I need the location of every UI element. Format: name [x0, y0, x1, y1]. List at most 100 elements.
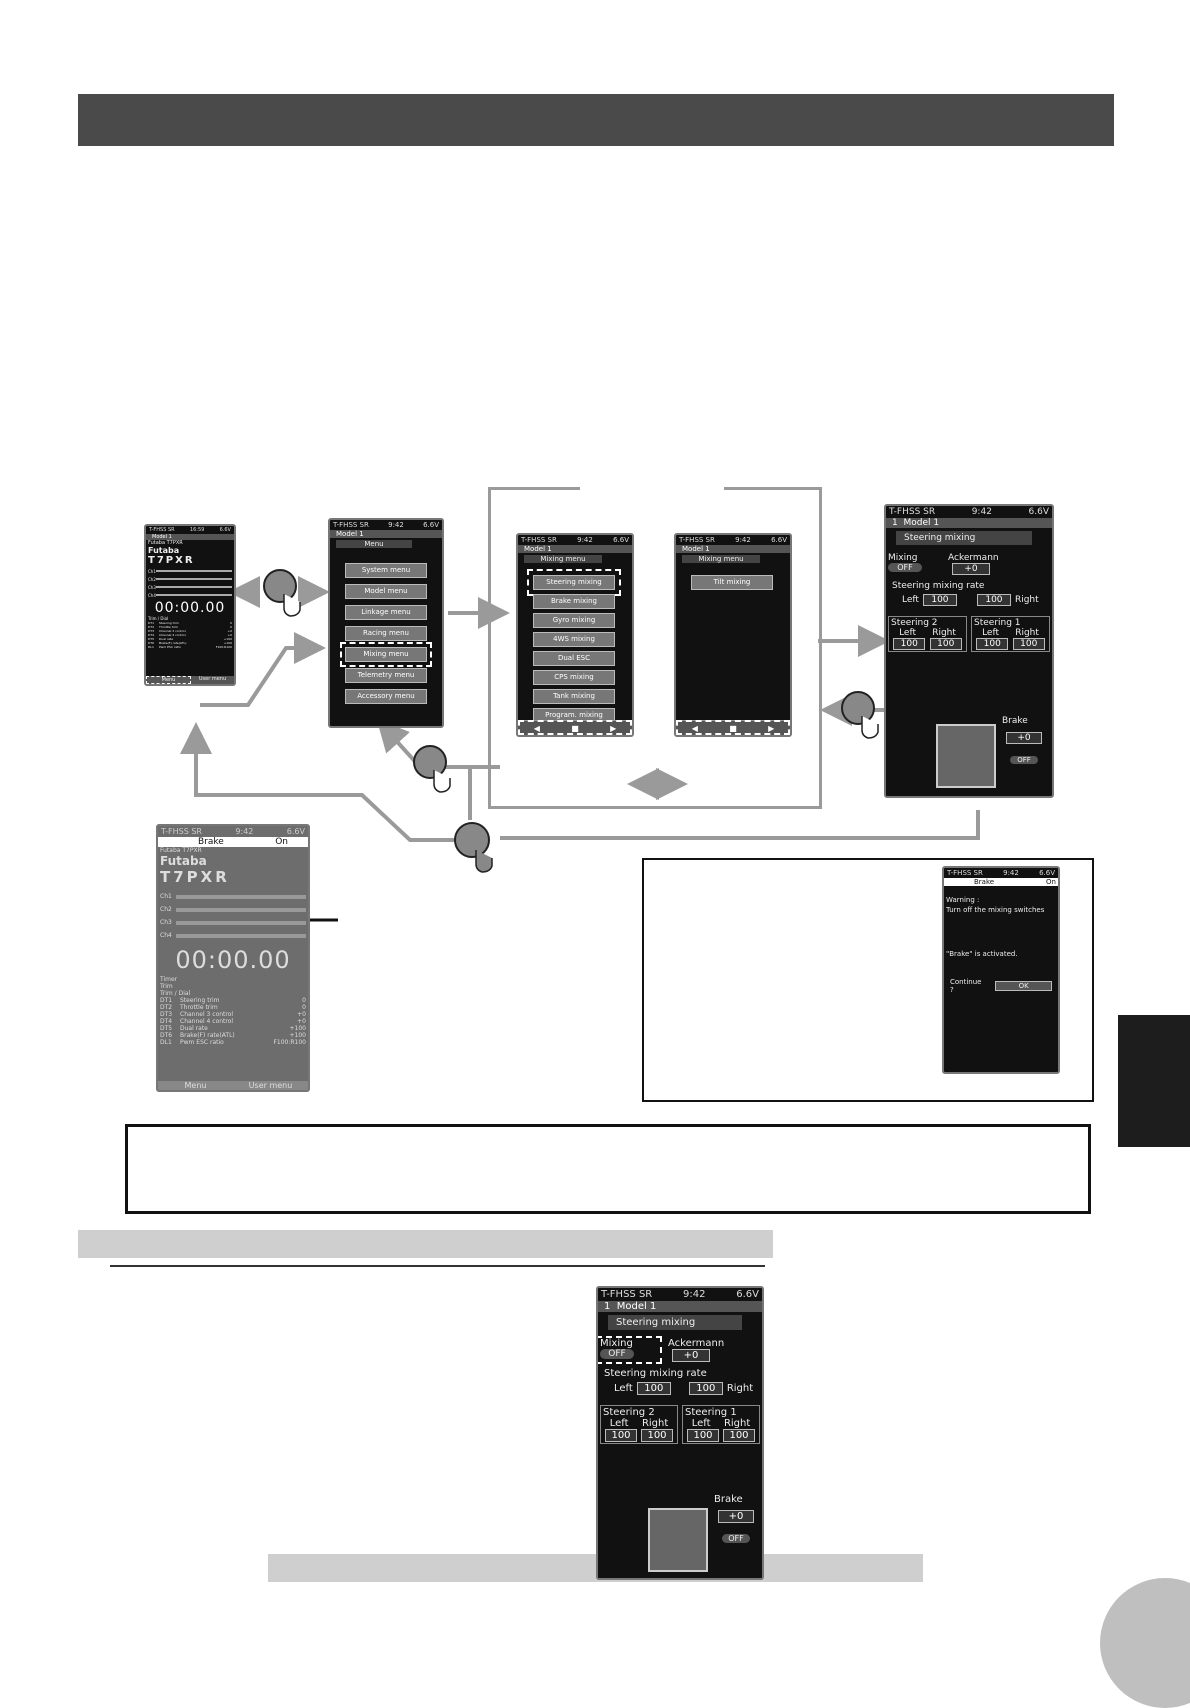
stop-button[interactable]: ■ — [571, 723, 579, 733]
press-button-hand-icon — [413, 745, 451, 793]
mixing-item-tank[interactable]: Tank mixing — [533, 689, 615, 704]
menu-button[interactable]: Menu — [146, 676, 191, 684]
trim-id: DT1 — [160, 997, 173, 1004]
steering1-right[interactable]: 100 — [1012, 638, 1045, 650]
product-logo: T7PXR — [148, 555, 195, 566]
menu-item-linkage[interactable]: Linkage menu — [345, 605, 427, 620]
trim-id: DT5 — [160, 1025, 173, 1032]
press-button-hand-icon — [263, 569, 301, 617]
status-time: 16:59 — [189, 527, 205, 533]
mixing-item-4ws[interactable]: 4WS mixing — [533, 632, 615, 647]
page-nav-bar: ◀ ■ ▶ — [676, 720, 790, 735]
menu-item-racing[interactable]: Racing menu — [345, 626, 427, 641]
brake-value[interactable]: +0 — [1006, 732, 1042, 744]
trim-value: 0 — [230, 625, 232, 629]
warning-callout-box — [642, 858, 1094, 1102]
trim-value: +0 — [227, 629, 232, 633]
trim-value: F100:R100 — [273, 1039, 306, 1046]
menu-item-telemetry[interactable]: Telemetry menu — [345, 668, 427, 683]
trim-id: DT2 — [148, 625, 155, 629]
trim-name: Pwm ESC ratio — [159, 645, 181, 649]
press-button-hand-icon — [841, 691, 879, 739]
trim-name: Throttle trim — [159, 625, 178, 629]
model-name: Model 1 — [146, 534, 234, 540]
brake-label: Brake — [1002, 716, 1028, 726]
menu-header: Mixing menu — [682, 555, 760, 563]
steering1-left[interactable]: 100 — [976, 638, 1009, 650]
stop-button[interactable]: ■ — [729, 723, 737, 733]
next-page-button[interactable]: ▶ — [610, 723, 617, 733]
trim-id: DT4 — [160, 1018, 173, 1025]
menu-item-system[interactable]: System menu — [345, 563, 427, 578]
user-menu-button[interactable]: User menu — [191, 676, 234, 684]
rate-left-value[interactable]: 100 — [922, 594, 957, 606]
prev-page-button[interactable]: ◀ — [691, 723, 698, 733]
rate-right-value[interactable]: 100 — [976, 594, 1011, 606]
section-header-band — [78, 94, 1114, 146]
trim-name: Throttle trim — [180, 1004, 218, 1011]
menu-header: Menu — [336, 540, 412, 548]
mixing-item-tilt[interactable]: Tilt mixing — [691, 575, 773, 590]
channel-bar: Ch2 — [148, 575, 232, 583]
next-page-button[interactable]: ▶ — [768, 723, 775, 733]
mixing-item-gyro[interactable]: Gyro mixing — [533, 613, 615, 628]
ackermann-value[interactable]: +0 — [952, 563, 990, 575]
model-name: Model 1 — [518, 545, 632, 553]
channel-bar: Ch3 — [148, 583, 232, 591]
trim-name: Brake(F) rate(ATL) — [180, 1032, 235, 1039]
trim-value: +0 — [297, 1018, 306, 1025]
prev-page-button[interactable]: ◀ — [533, 723, 540, 733]
brake-switch[interactable]: OFF — [1010, 756, 1038, 764]
steering2-left[interactable]: 100 — [893, 638, 926, 650]
trim-value: +0 — [297, 1011, 306, 1018]
trim-value: 0 — [230, 621, 232, 625]
trim-name: Pwm ESC ratio — [180, 1039, 224, 1046]
trim-id: DT5 — [148, 637, 155, 641]
status-voltage: 6.6V — [219, 527, 231, 533]
menu-item-accessory[interactable]: Accessory menu — [345, 689, 427, 704]
trim-value: F100:R100 — [215, 645, 232, 649]
note-box — [125, 1124, 1091, 1214]
trim-row: DT2 Throttle trim 0 — [160, 1004, 306, 1011]
mixing-toggle[interactable]: OFF — [600, 1349, 634, 1359]
menu-button[interactable]: Menu — [158, 1081, 233, 1090]
status-link-label: T-FHSS SR — [149, 527, 175, 533]
user-menu-button[interactable]: User menu — [233, 1081, 308, 1090]
mixing-item-dual-esc[interactable]: Dual ESC — [533, 651, 615, 666]
rate-label: Steering mixing rate — [892, 581, 985, 591]
steering2-right[interactable]: 100 — [929, 638, 962, 650]
menu-item-mixing[interactable]: Mixing menu — [340, 642, 432, 667]
mixing-toggle[interactable]: OFF — [888, 563, 922, 572]
subsection-underline — [110, 1265, 765, 1267]
model-name: Model 1 — [676, 545, 790, 553]
warning-text: Turn off the mixing switches — [946, 906, 1045, 914]
vehicle-image — [936, 724, 996, 788]
trim-id: DT2 — [160, 1004, 173, 1011]
trim-row: DT2 Throttle trim 0 — [148, 625, 232, 629]
ok-button[interactable]: OK — [995, 981, 1052, 991]
mixing-item-cps[interactable]: CPS mixing — [533, 670, 615, 685]
screen-header: Steering mixing — [896, 531, 1032, 545]
model-sub: Futaba T7PXR — [148, 540, 183, 546]
chapter-side-tab — [1118, 1015, 1190, 1147]
brand-logo: Futaba — [148, 546, 180, 555]
mixing-item-brake[interactable]: Brake mixing — [533, 594, 615, 609]
trim-name: Brake(F) rate(ATL) — [159, 641, 187, 645]
trim-id: DL1 — [148, 645, 154, 649]
channel-bar: Ch4 — [148, 591, 232, 599]
trim-value: 0 — [302, 1004, 306, 1011]
menu-item-model[interactable]: Model menu — [345, 584, 427, 599]
mixing-item-steering[interactable]: Steering mixing — [527, 569, 621, 596]
